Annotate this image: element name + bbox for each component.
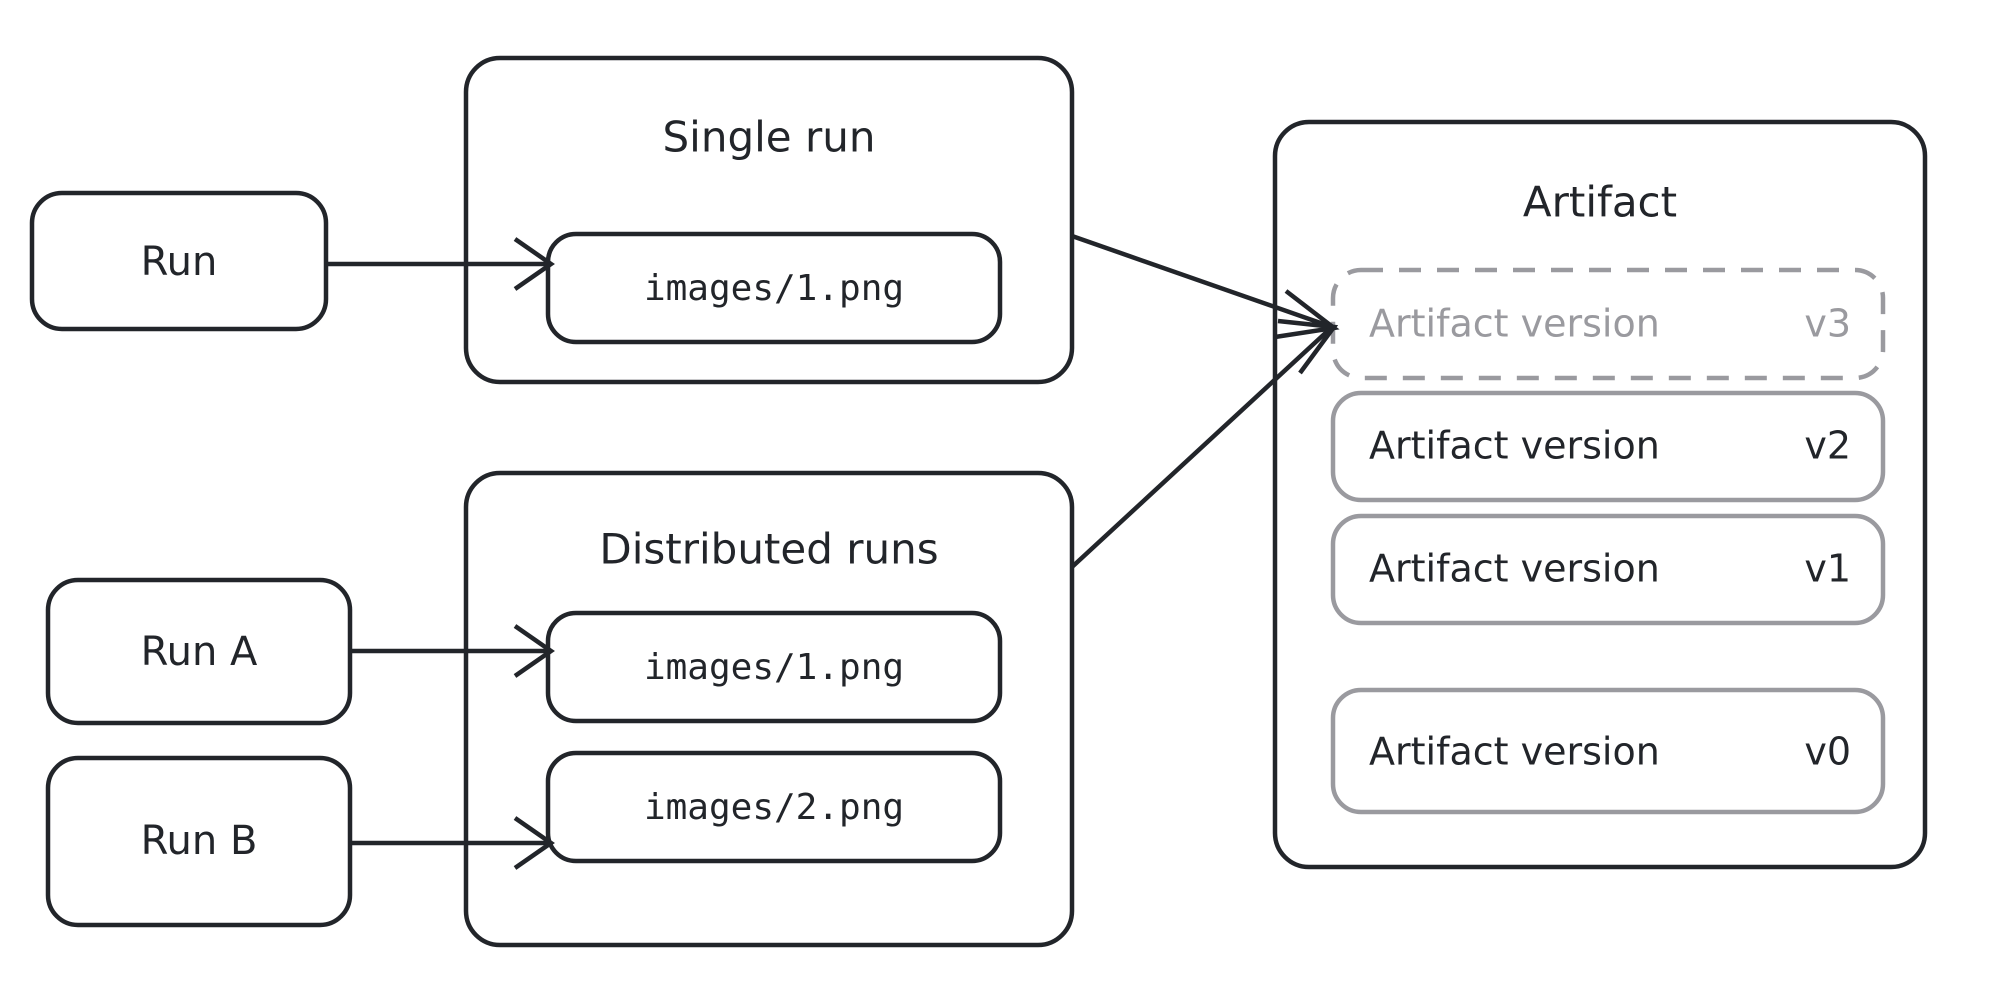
file-box-single-1[interactable] xyxy=(545,231,1003,345)
group-single-run: Single run images/1.png xyxy=(463,55,1075,385)
artifact-version-label-v3: Artifact version xyxy=(1369,302,1660,346)
artifact-panel: Artifact Artifact version v3 Artifact ve… xyxy=(1272,119,1928,870)
artifact-version-label-v2: Artifact version xyxy=(1369,424,1660,468)
node-run-b[interactable]: Run B xyxy=(45,755,353,928)
artifact-version-box-v3[interactable] xyxy=(1330,267,1886,381)
edge-run-b-to-file xyxy=(350,816,555,870)
group-distributed-runs-title: Distributed runs xyxy=(599,525,938,574)
artifact-version-row-v2[interactable]: Artifact version v2 xyxy=(1330,390,1886,503)
node-run-label: Run xyxy=(141,239,218,285)
node-run[interactable]: Run xyxy=(29,190,329,332)
node-run-b-label: Run B xyxy=(141,818,258,864)
edge-run-to-single-file xyxy=(326,237,555,291)
artifact-panel-title: Artifact xyxy=(1523,178,1677,227)
artifact-version-number-v2: v2 xyxy=(1804,424,1851,468)
node-run-a-label: Run A xyxy=(141,629,258,675)
group-single-run-title: Single run xyxy=(663,113,876,162)
node-run-a[interactable]: Run A xyxy=(45,577,353,726)
artifact-version-box-v1[interactable] xyxy=(1330,513,1886,626)
artifact-version-row-v3[interactable]: Artifact version v3 xyxy=(1330,267,1886,381)
file-label-dist-2: images/2.png xyxy=(644,787,904,828)
edge-run-a-to-file xyxy=(350,624,555,678)
edge-distributed-runs-to-artifact-v3 xyxy=(1070,318,1339,569)
artifact-version-label-v0: Artifact version xyxy=(1369,730,1660,774)
artifact-version-box-v0[interactable] xyxy=(1330,687,1886,815)
file-label-dist-1: images/1.png xyxy=(644,647,904,688)
file-label-single-1: images/1.png xyxy=(644,268,904,309)
artifact-version-box-v2[interactable] xyxy=(1330,390,1886,503)
file-box-dist-2[interactable] xyxy=(545,750,1003,864)
artifact-version-number-v0: v0 xyxy=(1804,730,1851,774)
node-run-box[interactable] xyxy=(29,190,329,332)
artifact-version-row-v1[interactable]: Artifact version v1 xyxy=(1330,513,1886,626)
artifact-version-number-v1: v1 xyxy=(1804,547,1851,591)
artifact-version-label-v1: Artifact version xyxy=(1369,547,1660,591)
artifact-version-number-v3: v3 xyxy=(1804,302,1851,346)
group-distributed-runs: Distributed runs images/1.png images/2.p… xyxy=(463,470,1075,948)
file-box-dist-1[interactable] xyxy=(545,610,1003,724)
artifact-version-row-v0[interactable]: Artifact version v0 xyxy=(1330,687,1886,815)
